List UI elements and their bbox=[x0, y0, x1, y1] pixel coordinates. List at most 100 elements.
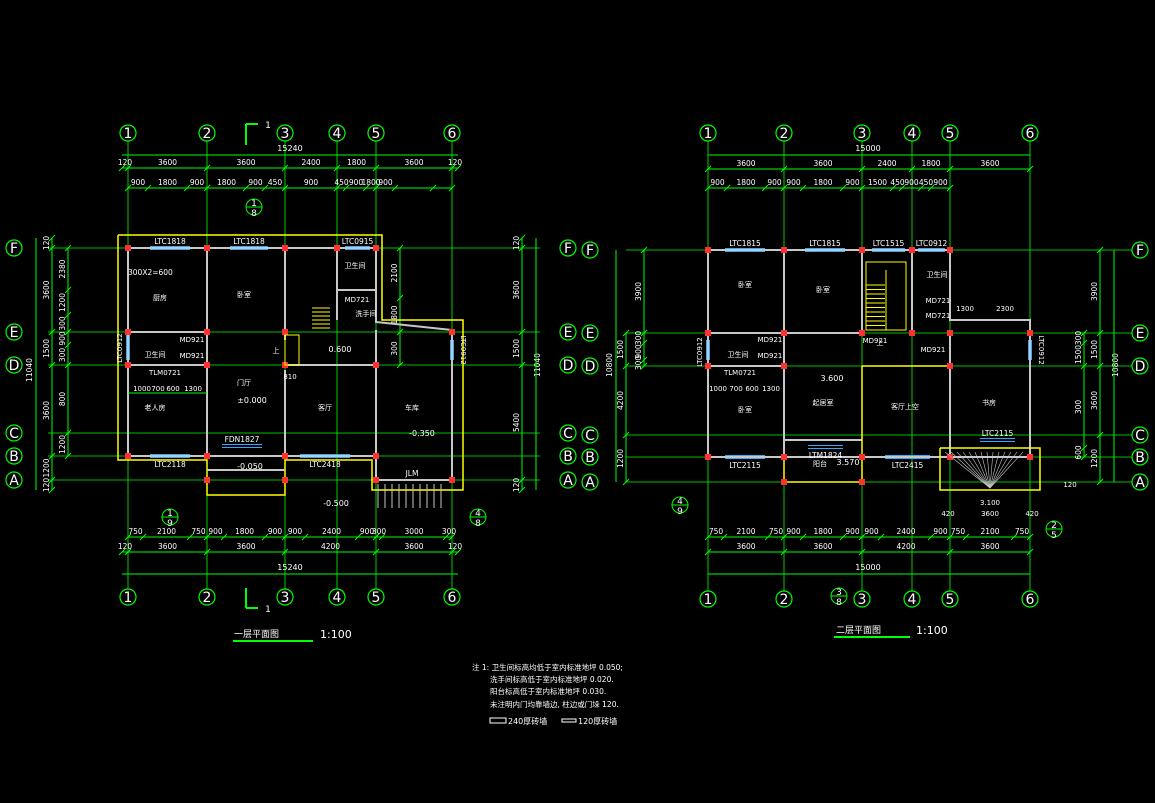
window-ltc0912-right-label: LTC0912 bbox=[459, 335, 467, 365]
dim-bottom-row2-text: 3600 bbox=[158, 542, 177, 551]
dim-top-row2-text: 3600 bbox=[980, 159, 999, 168]
dim-left-inner-tick bbox=[64, 429, 72, 437]
dim-left-text: 1200 bbox=[42, 458, 51, 477]
column bbox=[449, 477, 455, 483]
dim-top-row2-tick bbox=[333, 164, 341, 172]
axis-right-C-label: C bbox=[563, 426, 573, 442]
dim-bottom-row1-text: 750 bbox=[1015, 527, 1030, 536]
axis-left-B-bubble bbox=[581, 448, 599, 466]
dim-bottom-row2-text: 3600 bbox=[980, 542, 999, 551]
roof-hatch bbox=[974, 451, 991, 489]
dim-left-inner-tick bbox=[640, 356, 648, 364]
dim-top-row3-tick bbox=[124, 184, 132, 192]
dim-top-row2-text: 120 bbox=[118, 158, 133, 167]
axis-left-B-label: B bbox=[9, 449, 19, 465]
axis-left-D-label: D bbox=[9, 358, 20, 374]
dim-bottom-row2-tick bbox=[946, 548, 954, 556]
dim-left-text: 120 bbox=[42, 236, 51, 251]
column bbox=[282, 453, 288, 459]
legend-swatch-120 bbox=[561, 718, 577, 723]
axis-right-E-bubble bbox=[1131, 324, 1149, 342]
exterior-outline bbox=[117, 234, 464, 496]
legend-text-240: 240厚砖墙 bbox=[508, 716, 547, 726]
dim-bottom-row1-text: 900 bbox=[933, 527, 948, 536]
elevation-0350: -0.350 bbox=[409, 429, 435, 438]
axis-bottom-6-bubble bbox=[443, 588, 461, 606]
window-ltc1815-a-label: LTC1815 bbox=[729, 239, 761, 248]
dim-bottom-row2-text: 3600 bbox=[404, 542, 423, 551]
axis-bottom-4-label: 4 bbox=[333, 590, 342, 606]
column bbox=[204, 329, 210, 335]
column bbox=[282, 245, 288, 251]
dim-left-tick bbox=[622, 362, 630, 370]
dim-top-row3-tick bbox=[203, 184, 211, 192]
dim-top-row2-tick bbox=[281, 164, 289, 172]
dim-right-total: 11040 bbox=[533, 353, 542, 377]
elevation-0050: -0.050 bbox=[237, 462, 263, 471]
axis-bottom-4-bubble bbox=[903, 590, 921, 608]
dim-right-inner-text: 1500 bbox=[1074, 345, 1083, 364]
balcony-outline bbox=[783, 366, 863, 483]
dim-bottom-row2-tick bbox=[780, 548, 788, 556]
room-label: 老人房 bbox=[145, 403, 166, 412]
dim-bottom-row1-text: 750 bbox=[951, 527, 966, 536]
axis-top-6-bubble bbox=[443, 124, 461, 142]
dim-right-text: 3600 bbox=[512, 280, 521, 299]
dim-top-row3-text: 900 bbox=[933, 178, 948, 187]
dim-top-row3-text: 900 bbox=[845, 178, 860, 187]
dim-right-inner-text: 300 bbox=[1074, 331, 1083, 346]
dim-left-inner-text: 300 bbox=[58, 348, 67, 363]
dim-right-inner-tick bbox=[396, 328, 404, 336]
column bbox=[947, 363, 953, 369]
axis-right-A-label: A bbox=[1135, 475, 1145, 491]
dim-left-text: 3600 bbox=[42, 280, 51, 299]
dim-top-row3-tick bbox=[144, 184, 152, 192]
dim-top-row3-text: 900 bbox=[786, 178, 801, 187]
dim-top-total: 15240 bbox=[277, 144, 302, 153]
dim-top-row3-tick bbox=[704, 184, 712, 192]
dim-left-total: 10800 bbox=[605, 353, 614, 377]
column bbox=[909, 330, 915, 336]
room-label: 厨房 bbox=[153, 293, 167, 302]
dim-bottom-row1-text: 1800 bbox=[235, 527, 254, 536]
column bbox=[781, 247, 787, 253]
dim-top-row3-tick bbox=[946, 184, 954, 192]
axis-left-D-bubble bbox=[581, 357, 599, 375]
roof-hatch bbox=[968, 451, 991, 489]
column bbox=[125, 362, 131, 368]
axis-right-C-bubble bbox=[1131, 426, 1149, 444]
sub-dim: 420 bbox=[941, 510, 954, 518]
column bbox=[125, 329, 131, 335]
sub-dim: 700 bbox=[729, 385, 742, 393]
legend-text-120: 120厚砖墙 bbox=[578, 716, 617, 726]
dim-bottom-total: 15240 bbox=[277, 563, 302, 572]
door-label: MD921 bbox=[921, 346, 946, 354]
dim-bottom-row1-tick bbox=[799, 533, 807, 541]
dim-bottom-row2-text: 4200 bbox=[896, 542, 915, 551]
axis-bottom-6-label: 6 bbox=[1026, 592, 1035, 608]
axis-left-B-label: B bbox=[585, 450, 595, 466]
exterior-wall bbox=[707, 249, 1031, 458]
dim-bottom-row2-text: 4200 bbox=[321, 542, 340, 551]
sub-dim: 3600 bbox=[981, 510, 999, 518]
axis-right-F-bubble bbox=[1131, 241, 1149, 259]
axis-bottom-4-bubble bbox=[328, 588, 346, 606]
dim-top-row3-tick bbox=[799, 184, 807, 192]
dim-bottom-row2-text: 3600 bbox=[813, 542, 832, 551]
sub-dim: 1300 bbox=[762, 385, 780, 393]
dim-bottom-row1-tick bbox=[704, 533, 712, 541]
axis-bottom-3-bubble bbox=[276, 588, 294, 606]
axis-top-3-bubble bbox=[276, 124, 294, 142]
dim-right-inner-tick bbox=[1080, 339, 1088, 347]
axis-right-B-bubble bbox=[559, 447, 577, 465]
dim-bottom-row1-tick bbox=[186, 533, 194, 541]
dim-right-inner-tick bbox=[396, 294, 404, 302]
dim-top-row2-tick bbox=[372, 164, 380, 172]
column bbox=[781, 330, 787, 336]
dim-left-inner-text: 1200 bbox=[58, 293, 67, 312]
dim-top-total: 15000 bbox=[855, 144, 880, 153]
dim-top-row3-text: 900 bbox=[378, 178, 393, 187]
column bbox=[859, 247, 865, 253]
dim-right-inner-tick bbox=[396, 361, 404, 369]
stair-landing bbox=[284, 334, 300, 366]
